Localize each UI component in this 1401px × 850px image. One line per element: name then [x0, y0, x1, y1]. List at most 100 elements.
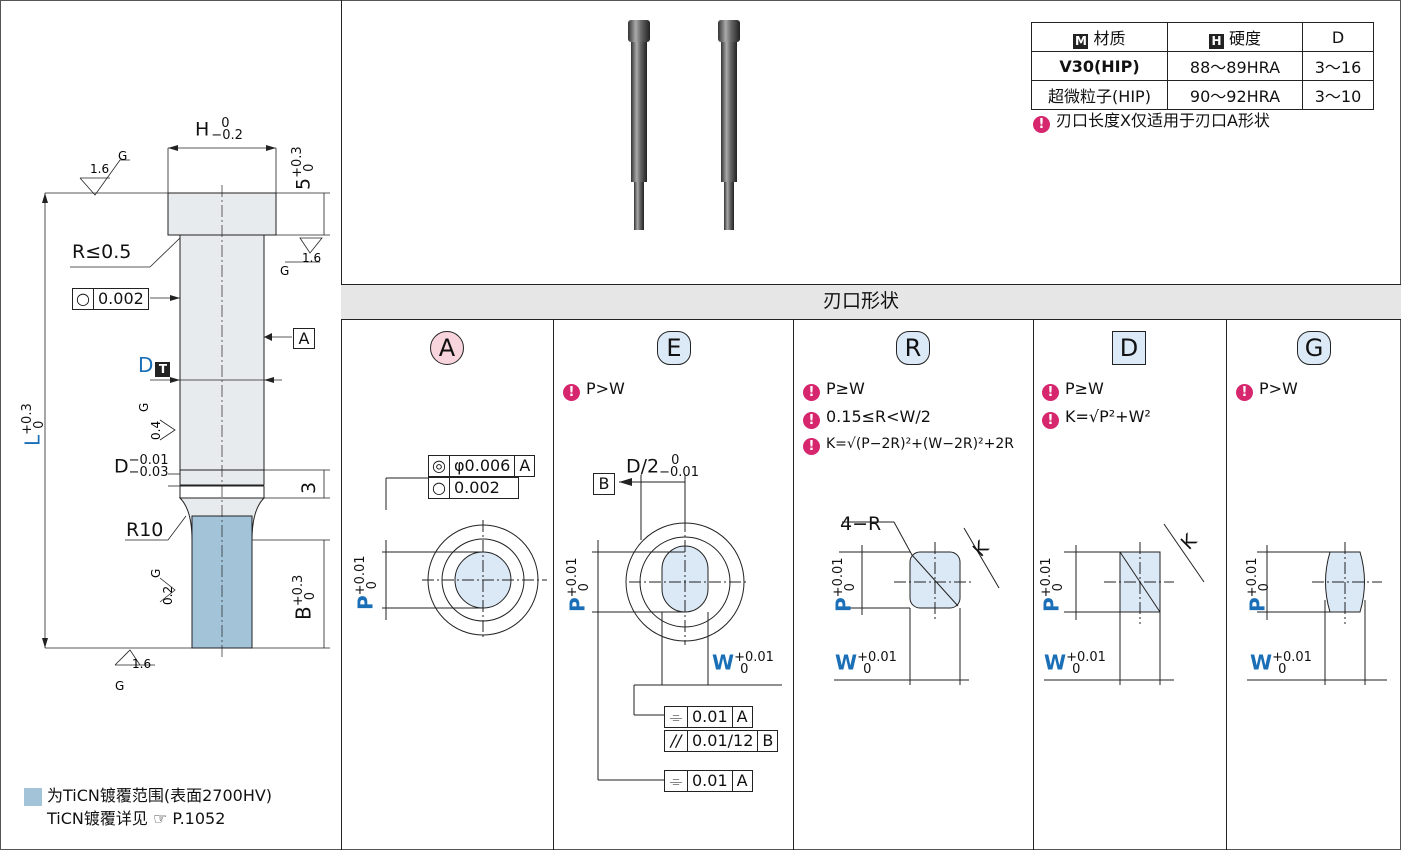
shape-badge-r: R — [896, 331, 930, 365]
tolerance-badge: T — [155, 362, 171, 377]
rough-g-label: G — [280, 264, 289, 278]
rough-label: 1.6 — [132, 657, 151, 671]
shape-a-drawing — [382, 477, 547, 640]
cell-hardness: 90～92HRA — [1167, 80, 1303, 110]
rough-g-label: G — [118, 149, 127, 163]
gdt-frame-symmetry-2: ⌯ 0.01 A — [664, 770, 753, 792]
spec-note: ! 刃口长度X仅适用于刃口A形状 — [1033, 113, 1270, 133]
rough-label: 1.6 — [302, 251, 321, 265]
section-title: 刃口形状 — [823, 290, 900, 312]
symmetry-icon: ⌯ — [665, 771, 688, 791]
shape-badge-g: G — [1297, 331, 1331, 365]
product-photo — [628, 20, 740, 230]
pointing-hand-icon: ☞ — [152, 809, 168, 828]
shape-e-drawing — [592, 475, 782, 781]
warning-icon: ! — [1042, 412, 1059, 429]
shape-r-note: !P≥W — [803, 381, 865, 401]
warning-icon: ! — [1236, 384, 1253, 401]
divider-1 — [553, 320, 554, 850]
rough-g-label: G — [137, 403, 151, 412]
warning-icon: ! — [803, 438, 820, 455]
symmetry-icon: ⌯ — [665, 707, 688, 727]
divider-2 — [793, 320, 794, 850]
material-badge: M — [1073, 34, 1089, 49]
shape-e-note: !P>W — [563, 381, 625, 401]
shape-g-drawing — [1247, 542, 1387, 685]
left-panel-divider — [341, 0, 342, 850]
warning-icon: ! — [1033, 116, 1050, 133]
rough-g-label: G — [115, 679, 124, 693]
shape-d-note: !K=√P²+W² — [1042, 409, 1151, 429]
spec-table: M 材质 H 硬度 D V30(HIP) 88～89HRA 3～16 超微粒子(HI… — [1031, 22, 1374, 110]
punch-image-1 — [628, 20, 650, 230]
cell-d: 3～16 — [1302, 51, 1374, 81]
section-header — [341, 284, 1401, 320]
step-dimension: 3 — [298, 481, 320, 494]
cell-material: 超微粒子(HIP) — [1031, 80, 1168, 110]
warning-icon: ! — [563, 384, 580, 401]
header-d: D — [1302, 22, 1374, 52]
shape-d-note: !P≥W — [1042, 381, 1104, 401]
runout-value: 0.002 — [98, 289, 144, 308]
parallelism-icon: // — [665, 731, 688, 751]
shape-r-drawing — [834, 521, 1000, 685]
gdt-frame-parallelism: // 0.01/12 B — [664, 730, 779, 752]
rough-label: 1.6 — [90, 162, 109, 176]
rough-label: 0.2 — [161, 586, 175, 605]
d2-dimension: D−0.01−0.03 — [114, 453, 169, 480]
cell-d: 3～10 — [1302, 80, 1374, 110]
spec-row: V30(HIP) 88～89HRA 3～16 — [1031, 51, 1374, 81]
divider-3 — [1033, 320, 1034, 850]
warning-icon: ! — [1042, 384, 1059, 401]
shape-badge-e: E — [657, 331, 691, 365]
warning-icon: ! — [803, 384, 820, 401]
coating-legend-swatch — [24, 788, 42, 806]
datum-a-box: A — [293, 328, 315, 349]
shape-r-note: !0.15≤R<W/2 — [803, 409, 931, 429]
runout-frame: ○ 0.002 — [72, 288, 149, 310]
divider-4 — [1226, 320, 1227, 850]
coaxiality-icon: ◎ — [429, 456, 450, 476]
rough-g-label: G — [149, 569, 163, 578]
roundness-icon: ○ — [429, 478, 450, 498]
shape-g-note: !P>W — [1236, 381, 1298, 401]
r10-label: R10 — [126, 519, 164, 541]
gdt-frame-roundness: ○ 0.002 — [428, 477, 519, 499]
gdt-frame-coaxiality: ◎ φ0.006 A — [428, 455, 536, 477]
runout-icon: ○ — [73, 289, 94, 309]
warning-icon: ! — [803, 412, 820, 429]
page-link: P.1052 — [172, 809, 226, 828]
hardness-badge: H — [1208, 34, 1224, 49]
shape-r-corner-label: 4−R — [840, 513, 882, 535]
shape-badge-a: A — [430, 331, 464, 365]
shape-r-note: !K=√(P−2R)²+(W−2R)²+2R — [803, 437, 1014, 455]
spec-row: 超微粒子(HIP) 90～92HRA 3～10 — [1031, 80, 1374, 110]
spec-note-text: 刃口长度X仅适用于刃口A形状 — [1056, 111, 1270, 130]
header-material: 材质 — [1093, 29, 1126, 48]
cell-hardness: 88～89HRA — [1167, 51, 1303, 81]
coating-reference: TiCN镀覆详见 ☞ P.1052 — [47, 809, 226, 828]
shape-d-drawing — [1044, 523, 1205, 685]
rough-label: 0.4 — [149, 421, 163, 440]
coating-legend-text: 为TiCN镀覆范围(表面2700HV) — [47, 786, 273, 805]
datum-b-box: B — [593, 473, 615, 495]
punch-drawing: 1.6 G 1.6 G 1.6 G 0.4 G 0.2 G — [42, 145, 330, 693]
spec-header-row: M 材质 H 硬度 D — [1031, 22, 1374, 52]
shape-badge-d: D — [1112, 331, 1146, 365]
header-hardness: 硬度 — [1228, 29, 1261, 48]
cell-material: V30(HIP) — [1031, 51, 1168, 81]
